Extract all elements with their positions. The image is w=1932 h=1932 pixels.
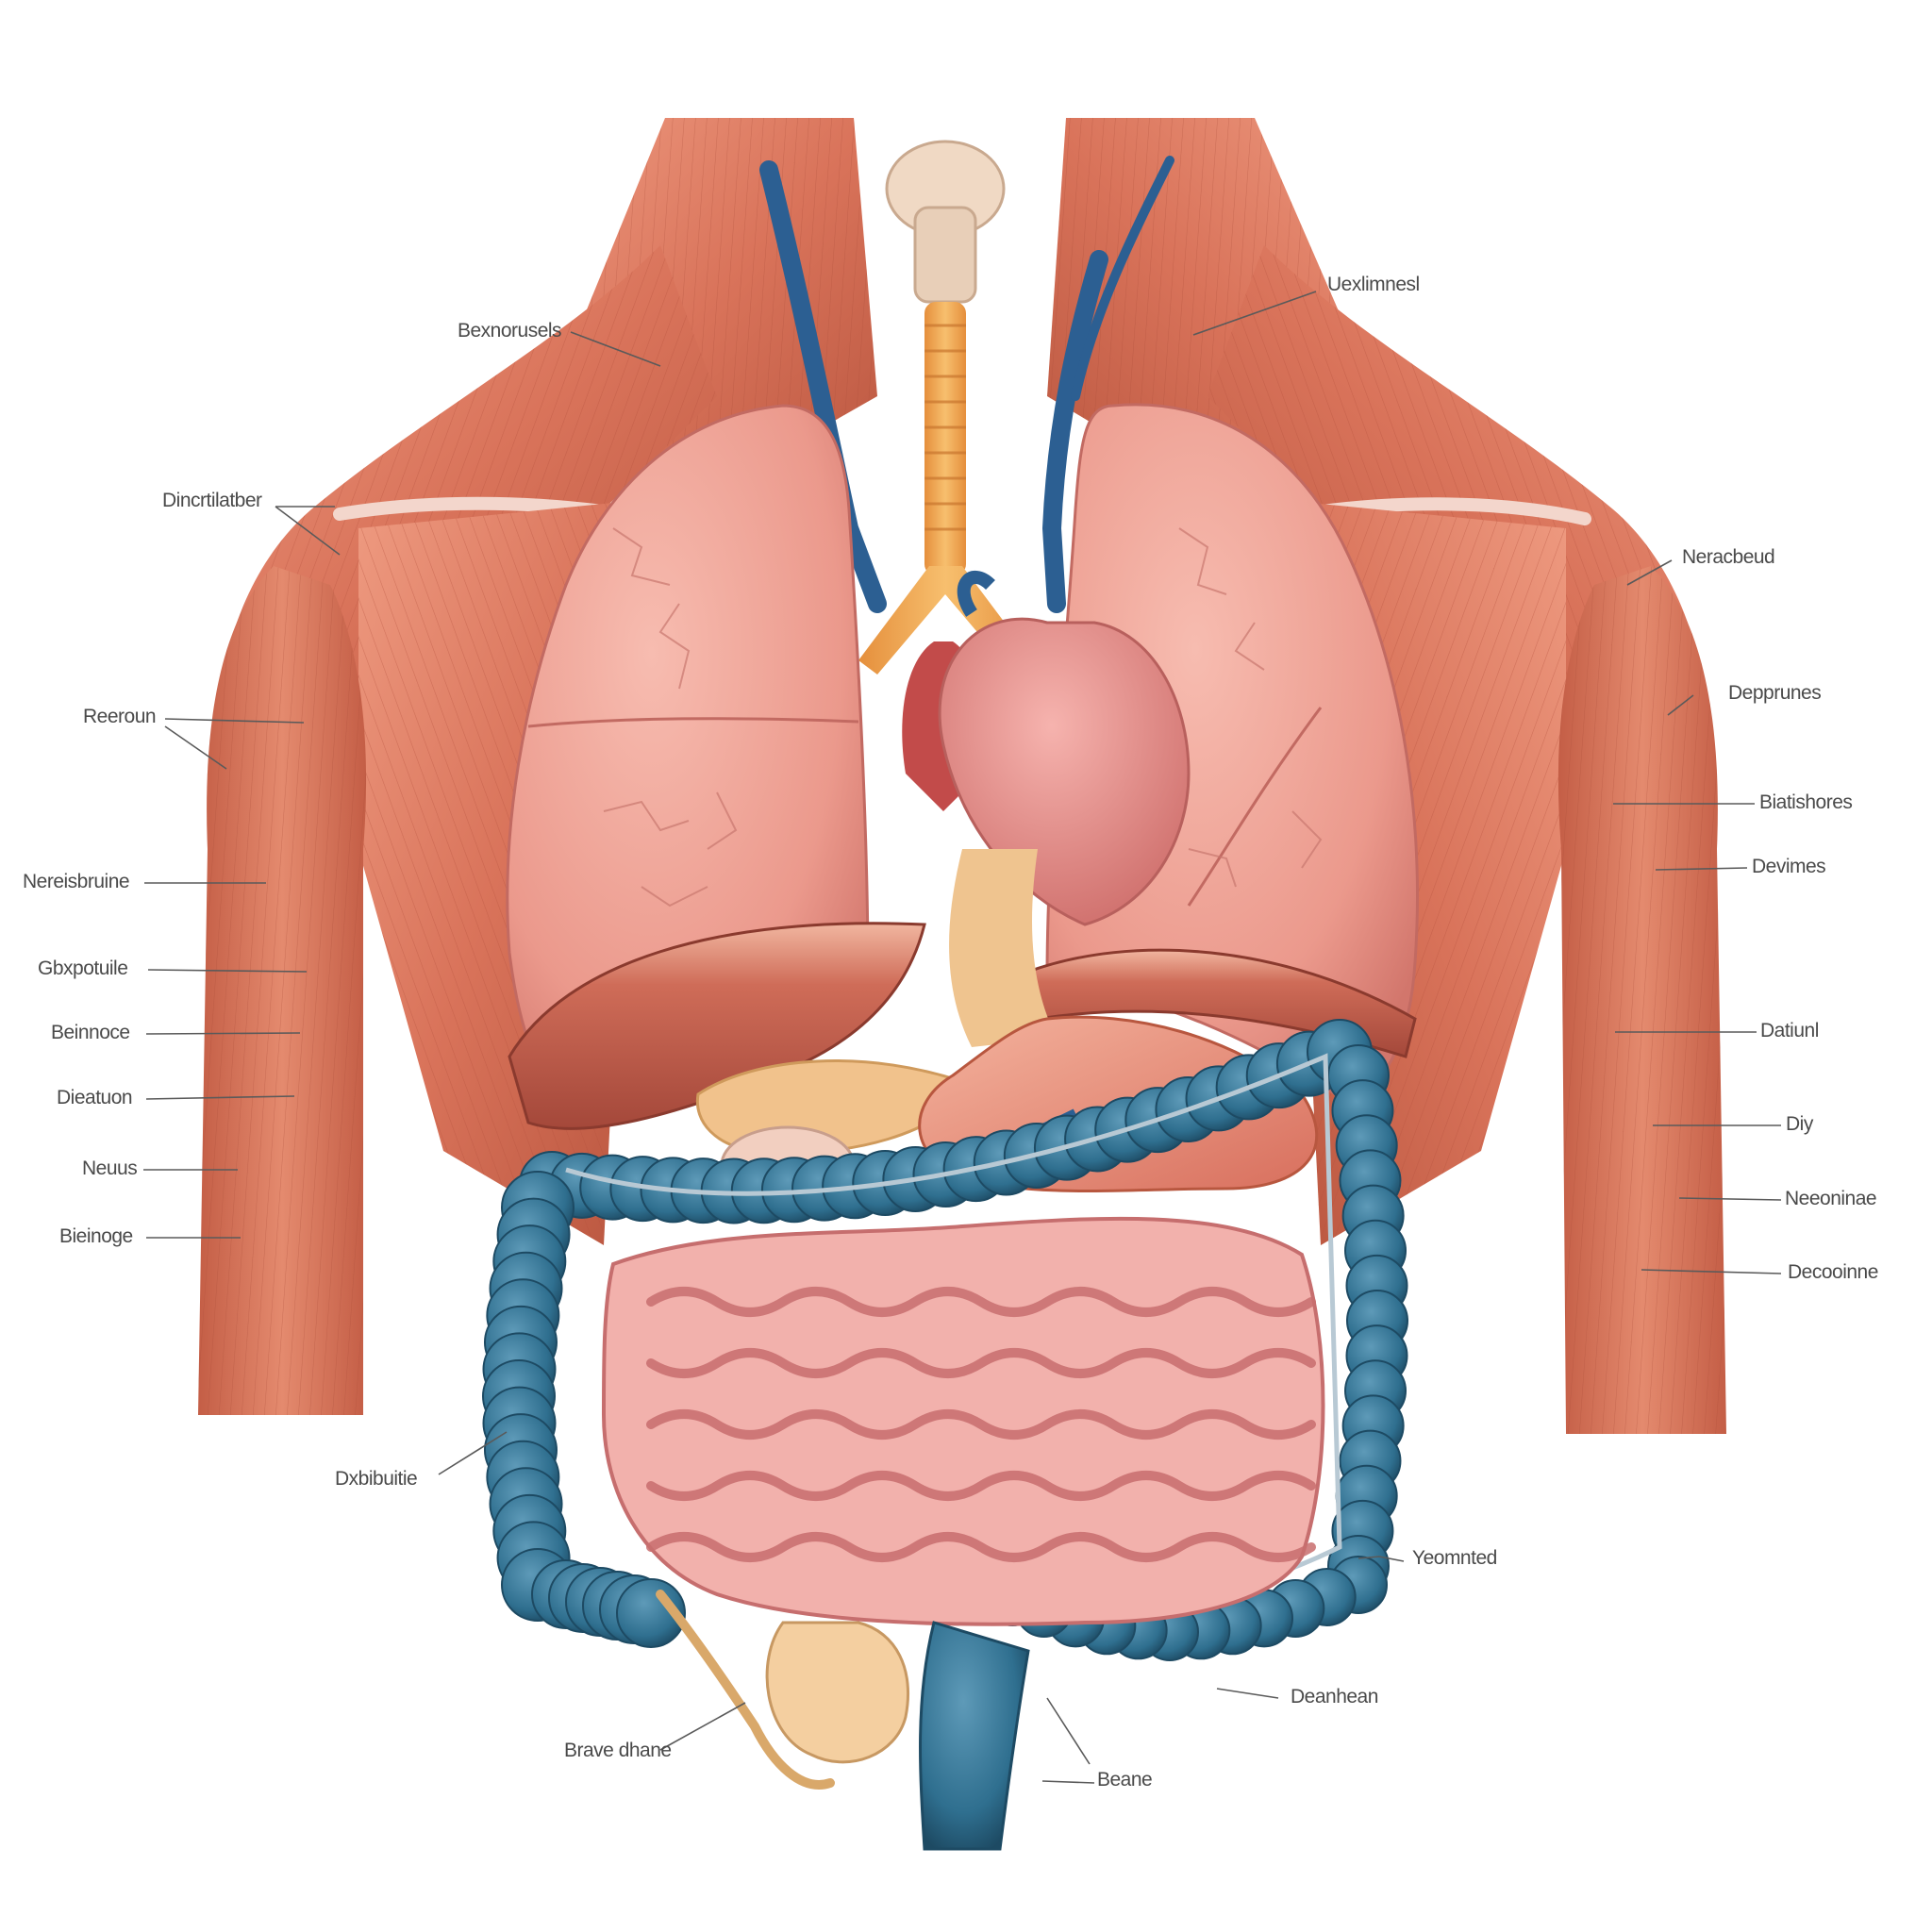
heart-body	[938, 617, 1191, 926]
colon-haustrum	[616, 1578, 686, 1648]
colon	[482, 1019, 1408, 1661]
intestine-loop	[646, 1348, 1316, 1378]
small-intestine	[601, 1216, 1325, 1626]
label-right-1: Depprunes	[1728, 682, 1821, 704]
liver	[508, 922, 926, 1130]
label-left-5: Dieatuon	[57, 1087, 132, 1108]
intestine-loop	[646, 1532, 1316, 1562]
rectum	[919, 1621, 1030, 1851]
label-right-3: Devimes	[1752, 856, 1825, 877]
label-right-7: Decooinne	[1788, 1261, 1878, 1283]
label-left-4: Beinnoce	[51, 1022, 130, 1043]
label-bottom-right: Deanhean	[1291, 1686, 1378, 1707]
lower-structures	[656, 1590, 1030, 1851]
jugular-vein-right	[1041, 250, 1108, 613]
label-left-6: Neuus	[82, 1158, 137, 1179]
intestine-loop	[646, 1471, 1316, 1501]
heart	[902, 571, 1191, 926]
label-left-2: Nereisbruine	[23, 871, 129, 892]
label-left-3: Gbxpotuile	[38, 958, 127, 979]
small-intestine-mass	[601, 1216, 1325, 1626]
intestine-loop	[646, 1409, 1316, 1440]
trachea	[924, 302, 966, 575]
bladder	[765, 1621, 910, 1764]
label-upper-left-1: Bexnorusels	[458, 320, 561, 341]
label-left-7: Bieinoge	[59, 1225, 133, 1247]
intestine-loop	[646, 1287, 1316, 1317]
label-colon-left: Dxbibuitie	[335, 1468, 417, 1490]
label-rectum: Beane	[1097, 1769, 1152, 1790]
label-right-shoulder: Neracbeud	[1682, 546, 1774, 568]
label-colon-right: Yeomnted	[1412, 1547, 1497, 1569]
label-right-4: Datiunl	[1760, 1020, 1819, 1041]
label-right-5: Diy	[1786, 1113, 1814, 1135]
label-left-1: Reeroun	[83, 706, 156, 727]
neck-structures	[759, 140, 1174, 675]
label-layer: Bexnorusels Uexlimnesl Dincrtilatber Ner…	[23, 274, 1878, 1790]
label-right-6: Neeoninae	[1785, 1188, 1876, 1209]
appendix	[656, 1590, 835, 1790]
label-upper-right-1: Uexlimnesl	[1327, 274, 1420, 295]
label-bottom-left: Brave dhane	[564, 1740, 672, 1761]
label-left-shoulder: Dincrtilatber	[162, 490, 262, 511]
esophagus	[949, 849, 1057, 1047]
label-right-2: Biatishores	[1759, 791, 1852, 813]
